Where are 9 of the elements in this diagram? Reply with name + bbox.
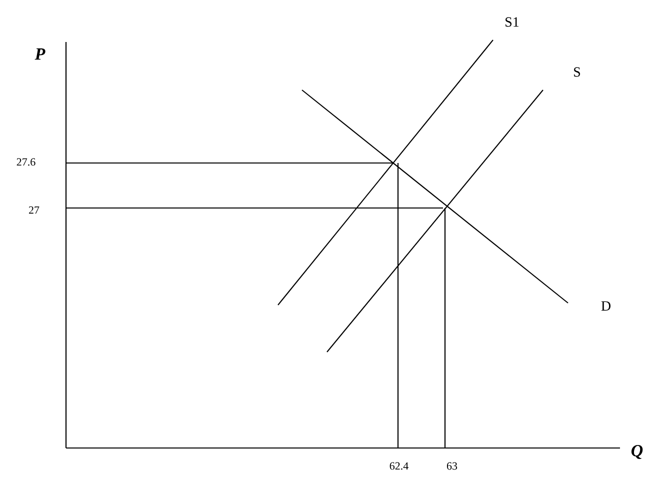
curve-label: S1 [506, 17, 519, 27]
curve-label: S [574, 67, 580, 77]
tick-label: 62.4 [390, 462, 408, 470]
axis-label: Q [631, 444, 643, 459]
axis-label: P [34, 48, 46, 60]
curve-label: D [601, 301, 610, 311]
tick-label: 27 [29, 206, 40, 214]
tick-label: 27.6 [16, 158, 36, 166]
tick-label: 63 [446, 462, 458, 470]
